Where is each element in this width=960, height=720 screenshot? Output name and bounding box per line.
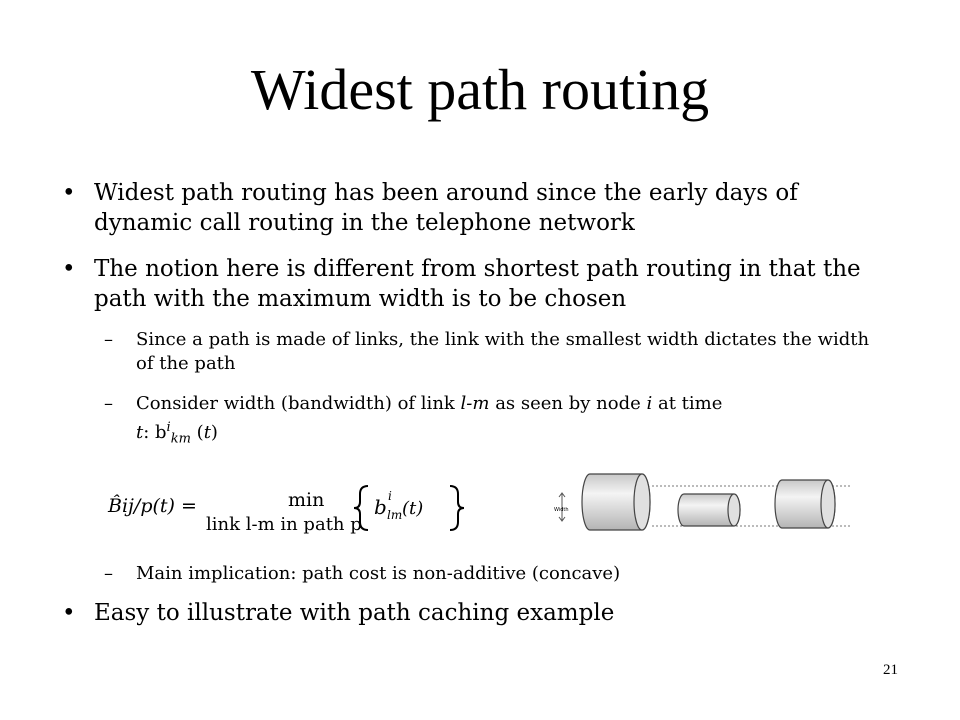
formula-sub: lm (387, 508, 402, 522)
width-arrow-heads (558, 492, 566, 522)
subbullet-2-text: Consider width (bandwidth) of link l-m a… (136, 393, 723, 447)
link-cylinder-3 (774, 479, 836, 529)
bullet-3-text: Easy to illustrate with path caching exa… (94, 600, 615, 626)
bullet-dot: • (62, 180, 76, 206)
bullet-2-text: The notion here is different from shorte… (94, 256, 861, 312)
formula-t: (t) (402, 498, 423, 519)
subbullet-dash: – (104, 563, 113, 584)
bullet-dot: • (62, 600, 76, 626)
subbullet-dash: – (104, 329, 113, 350)
formula-min: min (288, 489, 324, 511)
width-label: Width (554, 507, 569, 513)
formula-lhs: B̂ij/p(t) = (107, 495, 197, 517)
right-brace (449, 485, 465, 531)
page-number: 21 (883, 662, 898, 678)
link-cylinder-1 (581, 473, 651, 531)
subbullet-dash: – (104, 393, 113, 414)
subbullet-3-text: Main implication: path cost is non-addit… (136, 563, 621, 584)
formula-range: link l-m in path p (206, 514, 362, 535)
link-width-figure: Width (554, 473, 850, 531)
widest-path-formula: B̂ij/p(t) = min link l-m in path p b i l… (107, 485, 465, 535)
left-brace (353, 485, 369, 531)
formula-sup: i (388, 489, 392, 503)
subbullet-1-text: Since a path is made of links, the link … (136, 329, 870, 374)
formula-b: b (374, 495, 387, 519)
bullet-1-text: Widest path routing has been around sinc… (94, 180, 798, 236)
slide-title: Widest path routing (250, 57, 710, 122)
bullet-dot: • (62, 256, 76, 282)
link-cylinder-2 (677, 493, 741, 527)
